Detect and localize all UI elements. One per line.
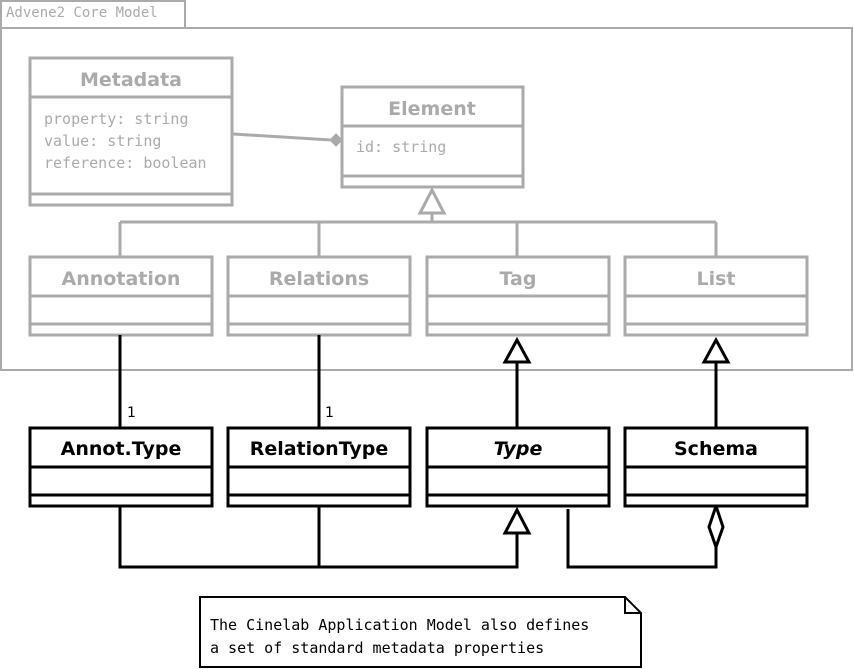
class-name: List: [696, 268, 735, 290]
multiplicity-label: 1: [127, 405, 136, 421]
class-type[interactable]: Type: [425, 426, 611, 508]
class-list[interactable]: List: [623, 255, 809, 337]
package-title: Advene2 Core Model: [6, 5, 158, 21]
class-relations[interactable]: Relations: [226, 255, 412, 337]
note-fold: [624, 597, 641, 614]
class-name: Element: [388, 98, 476, 120]
class-annotation[interactable]: Annotation: [28, 255, 214, 337]
class-name: Tag: [500, 268, 537, 290]
multiplicity-label: 1: [325, 405, 334, 421]
note-line: a set of standard metadata properties: [210, 639, 544, 657]
class-attribute: reference: boolean: [44, 154, 207, 172]
class-name: Annotation: [62, 268, 181, 290]
class-name: Metadata: [80, 69, 182, 91]
generalization-arrow-tag: [502, 336, 532, 364]
composition-diamond: [329, 133, 343, 147]
class-name: Annot.Type: [61, 438, 182, 460]
aggregation-diamond: [707, 501, 725, 552]
package-advene2-core: Advene2 Core Model: [0, 0, 853, 371]
generalization-arrow-element: [417, 186, 447, 215]
class-tag[interactable]: Tag: [425, 255, 611, 337]
class-schema[interactable]: Schema: [623, 426, 809, 508]
app-connectors: [118, 335, 718, 569]
class-name: Type: [494, 438, 543, 460]
aggregation-type-schema-line: [566, 509, 718, 569]
generalization-arrow-type: [502, 506, 532, 535]
note-line: The Cinelab Application Model also defin…: [210, 616, 589, 634]
metadata-element-composition-line: [232, 132, 332, 142]
note: The Cinelab Application Model also defin…: [199, 596, 642, 668]
class-name: RelationType: [250, 438, 389, 460]
class-annot-type[interactable]: Annot.Type: [28, 426, 214, 508]
note-frame: [199, 596, 642, 668]
class-metadata[interactable]: Metadata property: string value: string …: [28, 56, 234, 207]
class-name: Schema: [674, 438, 758, 460]
core-connectors: [118, 132, 718, 257]
class-attribute: property: string: [44, 110, 189, 128]
class-element[interactable]: Element id: string: [340, 85, 525, 189]
package-body: [0, 27, 853, 371]
class-attribute: value: string: [44, 132, 161, 150]
class-name: Relations: [269, 268, 369, 290]
class-relation-type[interactable]: RelationType: [226, 426, 412, 508]
generalization-arrow-list: [701, 336, 731, 364]
class-attribute: id: string: [356, 138, 446, 156]
